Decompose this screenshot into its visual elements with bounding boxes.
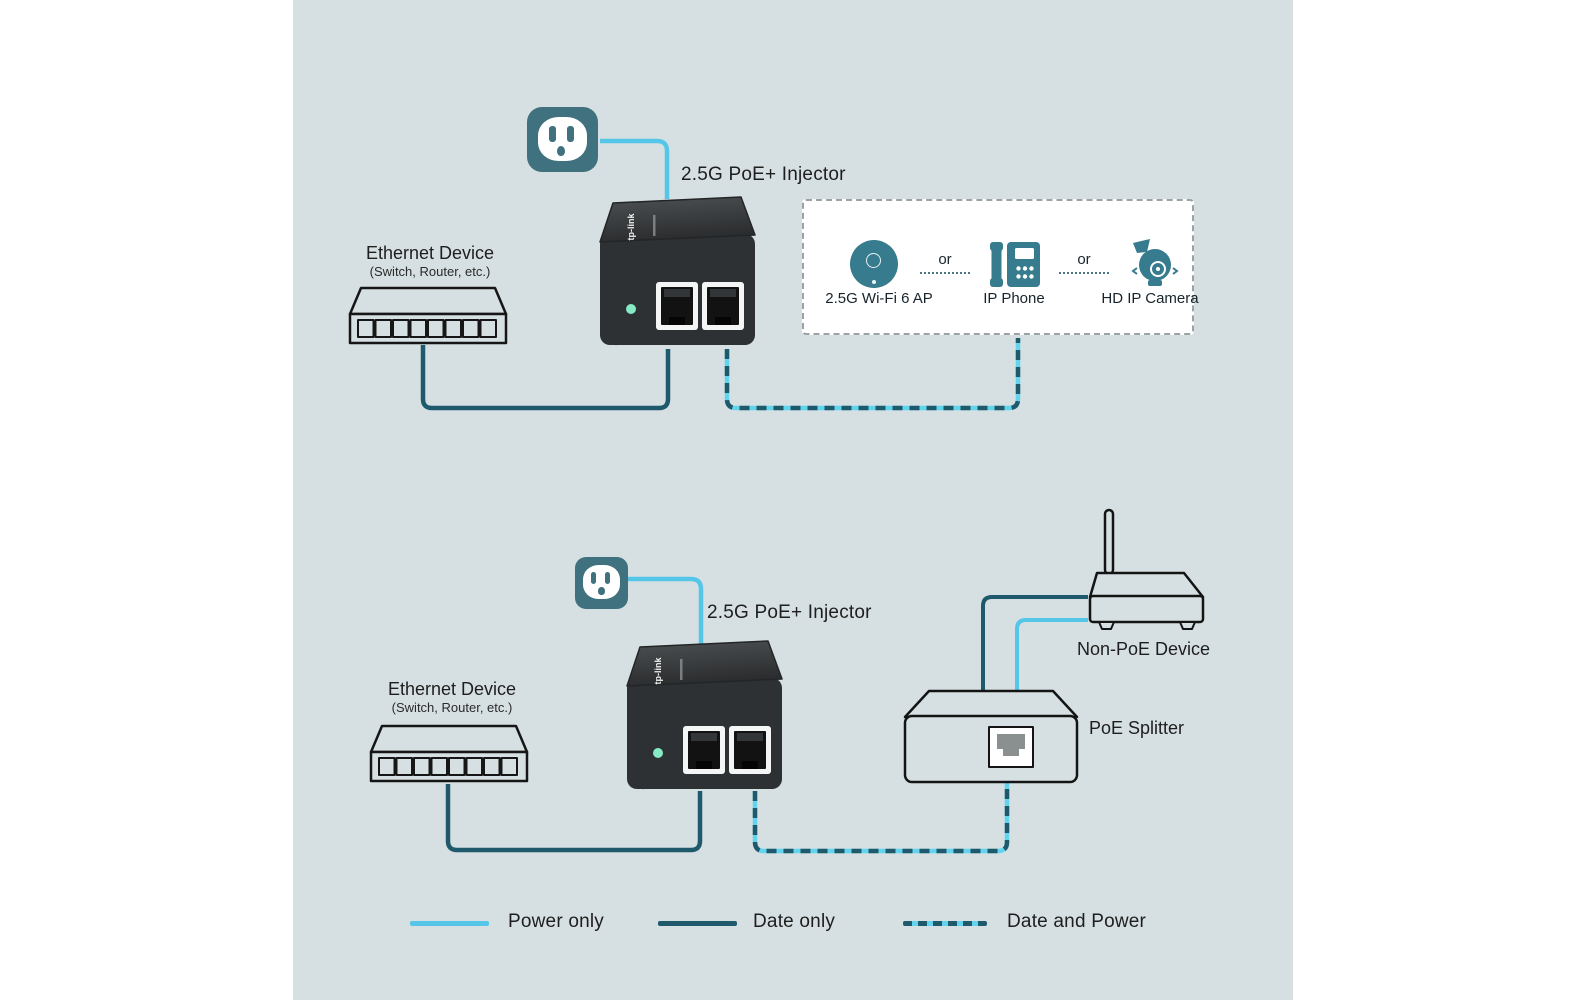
powered-device-label: IP Phone (983, 290, 1045, 307)
powered-devices-box: 2.5G Wi-Fi 6 AP or IP Phone or (802, 199, 1199, 335)
or-dotted-line (920, 272, 970, 274)
ethernet-device-label: Ethernet Device (Switch, Router, etc.) (352, 679, 552, 715)
ip-phone-icon (990, 242, 1040, 287)
legend-data-line-icon (658, 921, 737, 926)
or-separator: or (938, 251, 952, 268)
data-cable-line (445, 784, 703, 853)
power-outlet-icon (527, 107, 598, 172)
or-separator: or (1077, 251, 1091, 268)
legend-data-power-label: Date and Power (1007, 911, 1147, 932)
poe-injector-device (599, 196, 756, 347)
injector-label: 2.5G PoE+ Injector (681, 164, 846, 185)
ip-camera-icon (1131, 239, 1179, 286)
data-power-cable-line (724, 338, 1021, 411)
poe-injector-device (626, 640, 783, 791)
legend-power-label: Power only (508, 911, 604, 932)
ethernet-device-title: Ethernet Device (365, 243, 495, 263)
poe-splitter-label: PoE Splitter (1089, 718, 1185, 738)
non-poe-device-label: Non-PoE Device (1077, 639, 1211, 659)
powered-device-label: 2.5G Wi-Fi 6 AP (825, 290, 933, 307)
ethernet-switch-device (369, 724, 529, 783)
ethernet-switch-device (348, 286, 508, 345)
wifi-ap-icon (850, 240, 898, 288)
data-cable-line (420, 345, 671, 411)
antenna-icon (1103, 508, 1115, 576)
power-cable-line (1015, 618, 1088, 690)
ethernet-device-title: Ethernet Device (387, 679, 517, 699)
legend-data-label: Date only (753, 911, 836, 932)
data-cable-line (981, 595, 1088, 690)
power-cable-line (600, 138, 670, 199)
ethernet-device-subtitle: (Switch, Router, etc.) (369, 264, 491, 279)
non-poe-router-device (1088, 508, 1205, 630)
rj45-port-icon (988, 726, 1034, 768)
diagram-background (293, 0, 1293, 1000)
ethernet-device-label: Ethernet Device (Switch, Router, etc.) (330, 243, 530, 279)
ethernet-device-subtitle: (Switch, Router, etc.) (391, 700, 513, 715)
poe-splitter-device (903, 689, 1079, 784)
legend-power-line-icon (410, 921, 489, 926)
legend-data-power-line-icon (903, 921, 987, 926)
powered-device-label: HD IP Camera (1101, 290, 1199, 307)
data-power-cable-line (752, 782, 1010, 854)
power-outlet-icon (575, 557, 628, 609)
injector-label: 2.5G PoE+ Injector (707, 602, 872, 623)
power-cable-line (628, 576, 704, 644)
or-dotted-line (1059, 272, 1109, 274)
